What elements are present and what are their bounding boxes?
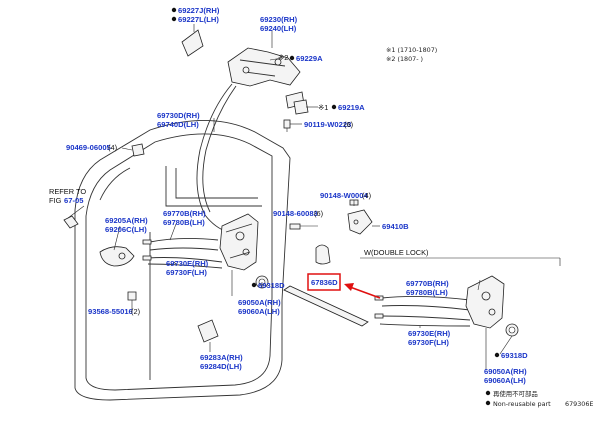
striker-part xyxy=(347,209,373,235)
door-lock-assembly-left xyxy=(219,213,259,271)
label-double-lock: W(DOUBLE LOCK) xyxy=(364,248,428,257)
label-69240: 69240(LH) xyxy=(260,24,297,33)
leader-lines xyxy=(67,24,513,370)
legend: 再使用不可部品 Non-reusable part 679306E xyxy=(485,389,593,408)
label-fig-num: 67-05 xyxy=(64,196,84,205)
label-69206c: 69206C(LH) xyxy=(105,225,147,234)
label-93568-qty: (2) xyxy=(131,307,140,316)
label-69730f-left: 69730F(LH) xyxy=(166,268,207,277)
label-90148-60083: 90148-60083 xyxy=(273,209,318,218)
label-69050a-right: 69050A(RH) xyxy=(484,367,527,376)
lock-cables-right xyxy=(374,295,471,327)
label-69770b-right: 69770B(RH) xyxy=(406,279,449,288)
part-labels: 69227J(RH) 69227L(LH) 69230(RH) 69240(LH… xyxy=(49,6,528,385)
screw-90119-part xyxy=(283,119,291,132)
diagram-id: 679306E xyxy=(565,400,593,408)
note-mark-2: ※2 xyxy=(278,53,288,62)
label-69050a-left: 69050A(RH) xyxy=(238,298,281,307)
outer-handle-cable-2 xyxy=(202,85,237,213)
bracket-69283a-part xyxy=(197,319,219,343)
door-lock-assembly-right xyxy=(465,275,505,329)
label-69060a-left: 69060A(LH) xyxy=(238,307,280,316)
label-69318d-left: 69318D xyxy=(258,281,285,290)
rod-part xyxy=(283,285,369,327)
label-69730e-right: 69730E(RH) xyxy=(408,329,451,338)
label-69060a-right: 69060A(LH) xyxy=(484,376,526,385)
label-69230: 69230(RH) xyxy=(260,15,298,24)
label-69219a: 69219A xyxy=(338,103,365,112)
label-69780b-right: 69780B(LH) xyxy=(406,288,448,297)
label-67836d: 67836D xyxy=(311,278,338,287)
label-69284d: 69284D(LH) xyxy=(200,362,242,371)
handle-cap-part xyxy=(285,91,309,115)
double-lock-inset xyxy=(360,257,561,337)
label-69780b-left: 69780B(LH) xyxy=(163,218,205,227)
legend-en: Non-reusable part xyxy=(493,400,551,408)
note-mark-1: ※1 xyxy=(318,103,328,112)
label-69229a: 69229A xyxy=(296,54,323,63)
period-notes: ※1 (1710-1807) ※2 (1807- ) xyxy=(386,46,437,63)
label-69283a: 69283A(RH) xyxy=(200,353,243,362)
outer-handle-cable xyxy=(196,83,233,233)
bolt-90148-part xyxy=(289,223,301,230)
clip-refer-part xyxy=(63,215,79,229)
highlight-67836d xyxy=(307,273,381,299)
label-90469: 90469-06005 xyxy=(66,143,112,152)
label-90119-qty: (6) xyxy=(344,120,353,129)
label-90148w-qty: (4) xyxy=(362,191,371,200)
lock-cables-left xyxy=(142,237,223,269)
label-69227j: 69227J(RH) xyxy=(178,6,220,15)
legend-jp: 再使用不可部品 xyxy=(493,389,538,398)
label-90119: 90119-W0223 xyxy=(304,120,351,129)
label-fig: FIG xyxy=(49,196,62,205)
label-69770b-left: 69770B(RH) xyxy=(163,209,206,218)
bolt-93568-part xyxy=(127,291,137,306)
cover-67836d-part xyxy=(315,244,331,265)
label-69730e-left: 69730E(RH) xyxy=(166,259,209,268)
label-90148w: 90148-W0004 xyxy=(320,191,368,200)
label-refer-to: REFER TO xyxy=(49,187,86,196)
clip-90469-part xyxy=(131,143,145,157)
label-90469-qty: (4) xyxy=(108,143,117,152)
note-period-1: ※1 (1710-1807) xyxy=(386,46,437,54)
label-69740d: 69740D(LH) xyxy=(157,120,199,129)
label-69410b: 69410B xyxy=(382,222,409,231)
label-69205a: 69205A(RH) xyxy=(105,216,148,225)
label-69730d: 69730D(RH) xyxy=(157,111,200,120)
outer-handle-part xyxy=(181,29,301,87)
label-69318d-right: 69318D xyxy=(501,351,528,360)
label-69227l: 69227L(LH) xyxy=(178,15,219,24)
highlight-arrow-line xyxy=(349,286,381,299)
label-69730f-right: 69730F(LH) xyxy=(408,338,449,347)
inside-handle-part xyxy=(99,246,135,267)
label-93568: 93568-55016 xyxy=(88,307,133,316)
label-90148-60083-qty: (6) xyxy=(314,209,323,218)
note-period-2: ※2 (1807- ) xyxy=(386,55,423,63)
highlight-arrow-head xyxy=(344,283,354,291)
highlight-box xyxy=(307,273,341,291)
grommet-right-part xyxy=(505,323,519,337)
